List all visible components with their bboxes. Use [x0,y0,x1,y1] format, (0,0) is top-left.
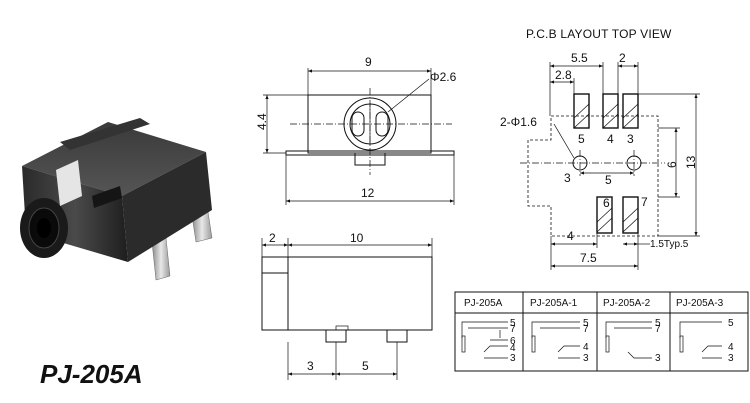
pin-1-6: 6 [510,336,516,347]
pad-7: 7 [641,195,648,209]
table-header-4: PJ-205A-3 [676,298,724,309]
dim-right-6: 6 [665,161,679,168]
dim-12: 12 [361,186,375,200]
dim-side-5: 5 [362,359,369,373]
pin-3-5: 5 [655,318,661,329]
pin-1-5: 5 [510,318,516,329]
dim-9: 9 [365,55,372,69]
pin-4-3: 3 [728,353,734,364]
pcb-layout: P.C.B LAYOUT TOP VIEW 5 4 3 6 7 3 [500,27,700,270]
hole-left-3: 3 [564,171,571,185]
pad-6: 6 [603,196,610,210]
schematic-2 [531,321,580,359]
product-name: PJ-205A [40,359,143,389]
pin-2-7: 7 [583,324,589,335]
table-header-2: PJ-205A-1 [530,298,578,309]
schematic-4 [679,321,722,359]
variant-table: PJ-205A PJ-205A-1 PJ-205A-2 PJ-205A-3 5 … [454,291,749,372]
dim-top-2: 2 [619,51,626,65]
pin-3-7: 7 [655,324,661,335]
pin-2-5: 5 [583,318,589,329]
pcb-title: P.C.B LAYOUT TOP VIEW [526,27,672,41]
pin-4-5: 5 [728,318,734,329]
front-view: 9 4.4 Φ2.6 12 [255,55,457,205]
dim-7-5: 7.5 [580,251,597,265]
pad-3: 3 [627,132,634,146]
pin-3-3: 3 [655,353,661,364]
dim-hole: Φ2.6 [430,70,457,84]
dim-2-8: 2.8 [555,68,572,82]
pin-2-3: 3 [583,353,589,364]
dim-side-2: 2 [269,231,276,245]
table-header-3: PJ-205A-2 [603,298,651,309]
dim-4-4: 4.4 [255,113,269,130]
dim-side-10: 10 [350,231,364,245]
pin-1-3: 3 [510,353,516,364]
dim-side-3: 3 [307,359,314,373]
dim-1-5: 1.5Typ.5 [650,239,689,250]
dim-mid-5: 5 [605,173,612,187]
pin-2-4: 4 [583,342,589,353]
pin-1-4: 4 [510,343,516,354]
pad-5: 5 [578,132,585,146]
schematic-1 [461,321,508,359]
table-header-1: PJ-205A [464,298,503,309]
pin-4-4: 4 [728,342,734,353]
pad-4: 4 [607,132,614,146]
schematic-3 [605,321,652,359]
dim-right-13: 13 [684,155,698,169]
side-view: 2 10 3 5 [261,231,433,380]
dim-5-5: 5.5 [571,51,588,65]
dim-4: 4 [567,229,574,243]
jack-photo [20,118,213,281]
hole-label: 2-Φ1.6 [500,115,537,129]
pin-1-7: 7 [510,324,516,335]
